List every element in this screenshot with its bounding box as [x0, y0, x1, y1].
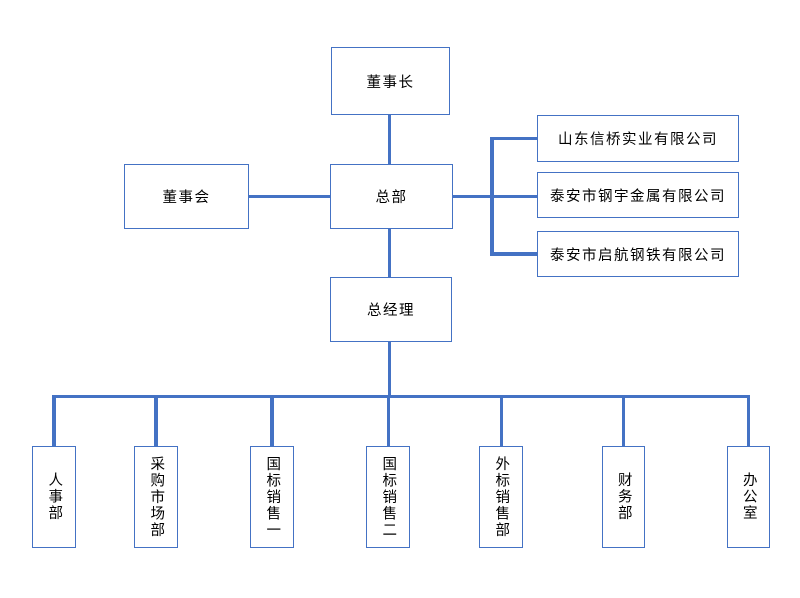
org-node-label: 总经理: [367, 303, 415, 319]
org-node-company-2[interactable]: 泰安市钢宇金属有限公司: [537, 172, 739, 218]
org-node-label: 山东信桥实业有限公司: [558, 132, 718, 148]
org-node-headquarters[interactable]: 总部: [330, 164, 453, 229]
org-node-company-1[interactable]: 山东信桥实业有限公司: [537, 115, 739, 162]
connector-drop-dept6: [621, 396, 626, 447]
org-node-company-3[interactable]: 泰安市启航钢铁有限公司: [537, 231, 739, 277]
org-node-label: 财务部: [615, 472, 632, 522]
org-node-label: 泰安市钢宇金属有限公司: [550, 188, 726, 205]
connector-drop-dept4: [386, 396, 391, 447]
org-node-label: 国标销售一: [264, 455, 281, 539]
connector-dept-bus: [52, 394, 750, 398]
org-node-dept-purchasing-market[interactable]: 采购市场部: [134, 446, 178, 548]
org-node-label: 采购市场部: [148, 455, 165, 539]
connector-drop-dept5: [499, 396, 504, 447]
org-node-dept-finance[interactable]: 财务部: [602, 446, 645, 548]
org-node-label: 董事会: [162, 190, 211, 206]
org-node-label: 董事长: [366, 74, 415, 91]
org-node-chairman[interactable]: 董事长: [331, 47, 450, 115]
org-node-label: 国标销售二: [380, 455, 397, 539]
org-node-label: 外标销售部: [493, 455, 510, 539]
org-node-dept-gb-sales-2[interactable]: 国标销售二: [366, 446, 410, 548]
org-node-label: 人事部: [46, 472, 63, 522]
org-node-label: 办公室: [740, 472, 757, 522]
connector-drop-dept1: [52, 396, 56, 447]
org-node-dept-office[interactable]: 办公室: [727, 446, 770, 548]
connector-companies-trunk: [490, 136, 494, 256]
connector-company3-stub: [490, 252, 537, 256]
org-node-label: 泰安市启航钢铁有限公司: [550, 247, 726, 264]
org-node-dept-foreign-sales[interactable]: 外标销售部: [479, 446, 523, 548]
org-node-general-manager[interactable]: 总经理: [330, 277, 452, 342]
org-node-board[interactable]: 董事会: [124, 164, 249, 229]
connector-hq-gm: [387, 228, 391, 278]
connector-company1-stub: [490, 136, 537, 140]
connector-drop-dept3: [270, 396, 274, 447]
org-node-dept-hr[interactable]: 人事部: [32, 446, 76, 548]
org-node-dept-gb-sales-1[interactable]: 国标销售一: [250, 446, 294, 548]
connector-gm-bus: [387, 341, 391, 397]
connector-drop-dept7: [746, 396, 750, 447]
connector-chairman-hq: [387, 114, 391, 165]
connector-board-hq: [248, 194, 331, 198]
connector-drop-dept2: [154, 396, 158, 447]
connector-hq-companies: [452, 194, 537, 198]
org-node-label: 总部: [375, 190, 408, 206]
